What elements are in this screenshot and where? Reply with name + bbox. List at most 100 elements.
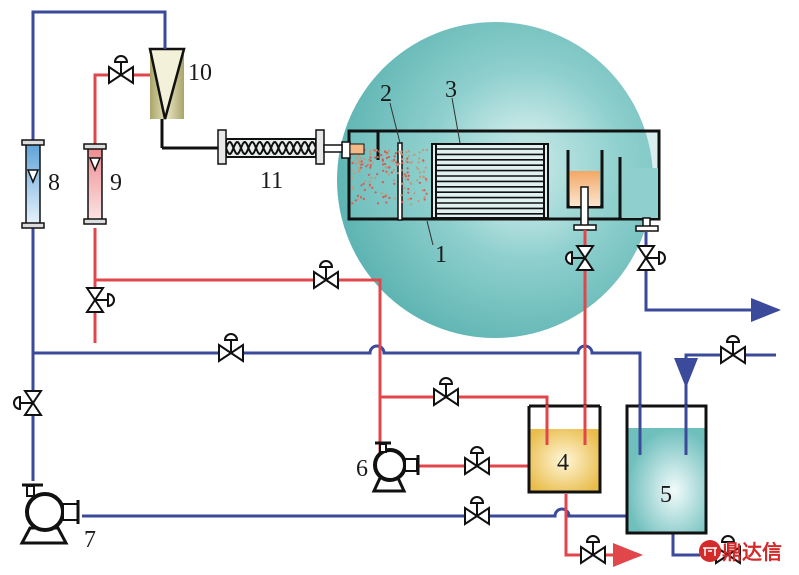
- bubble: [380, 192, 383, 195]
- bubble: [418, 171, 422, 174]
- valve-icon[interactable]: [313, 260, 339, 289]
- bubble: [357, 155, 360, 158]
- bubble: [388, 196, 391, 199]
- baffle-plate: [397, 142, 403, 221]
- bubble: [403, 173, 406, 176]
- bubble: [393, 197, 396, 200]
- bubble: [403, 186, 406, 189]
- bubble: [392, 169, 396, 172]
- bubble: [385, 170, 388, 173]
- bubble: [424, 166, 427, 169]
- bubble: [369, 151, 372, 154]
- bubble: [369, 159, 372, 162]
- bubble: [400, 169, 403, 172]
- bubble: [401, 153, 404, 156]
- flowmeter-8: [21, 139, 45, 229]
- bubble: [392, 179, 395, 182]
- bubble: [369, 156, 372, 159]
- bubble: [360, 166, 363, 169]
- bubble: [371, 186, 374, 189]
- bubble: [387, 150, 390, 153]
- bubble: [390, 159, 393, 162]
- valve-icon[interactable]: [720, 335, 746, 364]
- bubble: [364, 180, 367, 183]
- label-7: 7: [84, 527, 96, 553]
- bubble: [370, 176, 373, 179]
- label-1: 1: [435, 242, 447, 268]
- bubble: [417, 199, 420, 203]
- bubble: [355, 157, 358, 160]
- bubble: [393, 158, 396, 162]
- bubble: [401, 200, 404, 204]
- bubble: [352, 188, 355, 191]
- bubble: [408, 161, 412, 164]
- bubble: [351, 162, 354, 165]
- bubble: [352, 154, 355, 157]
- bubble: [405, 151, 408, 154]
- label-11: 11: [260, 168, 283, 194]
- bubble: [382, 195, 385, 199]
- bubble: [422, 148, 425, 152]
- bubble: [397, 150, 400, 153]
- bubble: [423, 195, 426, 199]
- bubble: [382, 169, 385, 172]
- bubble: [409, 197, 413, 200]
- bubble: [362, 162, 365, 165]
- bubble: [413, 153, 416, 156]
- bubble: [425, 179, 428, 182]
- bubble: [393, 182, 396, 185]
- bubble: [410, 203, 413, 206]
- bubble: [415, 166, 418, 169]
- bubble: [406, 157, 409, 160]
- bubble: [425, 178, 428, 181]
- bubble: [375, 149, 378, 152]
- bubble: [363, 158, 366, 161]
- bubble: [352, 160, 355, 163]
- bubble: [407, 178, 410, 181]
- bubble: [407, 174, 410, 177]
- bubble: [407, 150, 410, 153]
- bubble: [395, 161, 398, 164]
- valve-icon[interactable]: [580, 535, 606, 564]
- bubble: [409, 181, 412, 184]
- bubble: [387, 155, 390, 159]
- bubble: [405, 175, 408, 178]
- bubble: [418, 181, 421, 184]
- bubble: [418, 157, 421, 160]
- bubble: [354, 199, 357, 202]
- bubble: [422, 170, 426, 173]
- bubble: [381, 159, 384, 162]
- bubble: [369, 164, 372, 167]
- bubble: [383, 162, 387, 166]
- bubble: [385, 153, 388, 156]
- bubble: [368, 180, 371, 183]
- valve-icon[interactable]: [86, 287, 115, 313]
- bubble: [369, 153, 372, 156]
- bubble: [417, 168, 420, 171]
- bubble: [362, 182, 365, 185]
- bubble: [356, 198, 360, 201]
- label-8: 8: [48, 170, 60, 196]
- bubble: [351, 202, 354, 205]
- bubble: [351, 186, 354, 189]
- bubble: [385, 201, 388, 204]
- bubble: [410, 161, 413, 164]
- valve-icon[interactable]: [13, 390, 42, 416]
- bubble: [359, 196, 363, 199]
- bubble: [376, 173, 379, 176]
- bubble: [374, 191, 377, 194]
- valve-icon[interactable]: [637, 245, 666, 271]
- bubble: [385, 156, 388, 160]
- valve-icon[interactable]: [218, 333, 244, 362]
- bubble: [367, 173, 371, 176]
- valve-icon[interactable]: [464, 446, 490, 475]
- valve-icon[interactable]: [464, 496, 490, 525]
- bubble: [401, 161, 404, 165]
- bubble: [390, 171, 393, 174]
- valve-icon[interactable]: [108, 55, 134, 84]
- bubble: [407, 187, 410, 191]
- bubble: [359, 157, 362, 160]
- bubble: [405, 160, 408, 163]
- bubble: [423, 189, 426, 192]
- valve-icon[interactable]: [433, 377, 459, 406]
